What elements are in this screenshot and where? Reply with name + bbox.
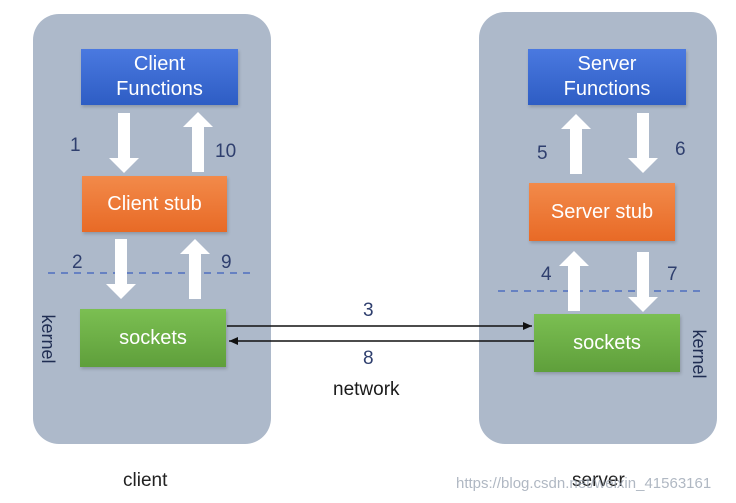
client-functions-box: Client Functions xyxy=(81,49,238,105)
client-sockets-box: sockets xyxy=(80,309,226,367)
client-stub-box: Client stub xyxy=(82,176,227,232)
client-caption: client xyxy=(123,470,168,491)
client-arrow-step-2 xyxy=(106,239,136,299)
step-1-label: 1 xyxy=(70,135,81,156)
server-functions-box: Server Functions xyxy=(528,49,686,105)
server-stub-box: Server stub xyxy=(529,183,675,241)
step-10-label: 10 xyxy=(215,141,237,162)
server-sockets-box: sockets xyxy=(534,314,680,372)
server-arrow-step-7 xyxy=(628,252,658,312)
server-arrow-step-6 xyxy=(628,113,658,173)
step-6-label: 6 xyxy=(675,139,686,160)
server-arrow-step-5 xyxy=(561,114,591,174)
watermark-url: https://blog.csdn.net/weixin_41563161 xyxy=(456,475,712,492)
step-7-label: 7 xyxy=(667,264,678,285)
server-functions-label-1: Server xyxy=(577,53,637,75)
server-functions-label-2: Functions xyxy=(563,78,651,100)
step-3-label: 3 xyxy=(363,300,374,321)
server-arrow-step-4 xyxy=(559,251,589,311)
server-stub-label: Server stub xyxy=(550,200,654,223)
client-kernel-label: kernel xyxy=(38,314,58,364)
client-arrow-step-10 xyxy=(183,112,213,172)
step-2-label: 2 xyxy=(72,252,83,273)
client-arrow-step-9 xyxy=(180,239,210,299)
step-8-label: 8 xyxy=(363,348,374,369)
client-functions-label-1: Client xyxy=(133,53,186,75)
server-sockets-label: sockets xyxy=(573,331,641,354)
client-arrow-step-1 xyxy=(109,113,139,173)
network-label: network xyxy=(333,379,400,400)
server-kernel-label: kernel xyxy=(689,329,709,379)
step-5-label: 5 xyxy=(537,143,548,164)
client-sockets-label: sockets xyxy=(119,326,187,349)
client-functions-label-2: Functions xyxy=(116,78,203,100)
server-caption: server xyxy=(572,470,625,491)
step-4-label: 4 xyxy=(541,264,552,285)
step-9-label: 9 xyxy=(221,252,232,273)
client-stub-label: Client stub xyxy=(107,192,202,215)
